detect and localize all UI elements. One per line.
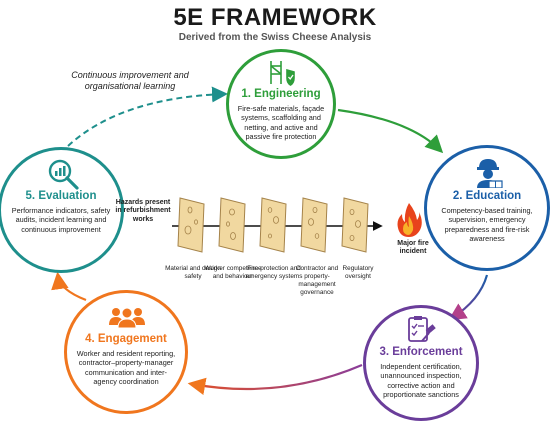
clipboard-gavel-icon — [408, 316, 436, 342]
stage-title: 3. Enforcement — [379, 346, 463, 358]
cheese-slice-1 — [177, 197, 205, 253]
slice-label: Material and design safety — [165, 265, 221, 280]
stage-description: Performance indicators, safety audits, i… — [11, 206, 111, 234]
stage-title: 2. Education — [452, 190, 522, 202]
slice-label: Worker competence and behaviour — [204, 265, 262, 280]
stage-title: 5. Evaluation — [25, 190, 97, 202]
major-fire-incident-label: Major fire incident — [397, 240, 429, 256]
page-title: 5E FRAMEWORK — [173, 4, 377, 31]
stage-description: Fire-safe materials, façade systems, sca… — [237, 104, 325, 141]
cheese-slice-4 — [300, 197, 328, 253]
arrow-engineering-to-education — [337, 108, 444, 154]
cheese-slice-2 — [218, 197, 246, 253]
stage-description: Competency-based training, supervision, … — [441, 206, 533, 243]
arrow-enforcement-to-engagement — [187, 363, 363, 396]
cheese-slice-3 — [259, 197, 287, 253]
slice-label: Regulatory oversight — [342, 265, 374, 280]
stage-evaluation: 5. Evaluation Performance indicators, sa… — [0, 147, 124, 273]
slice-label: Fire-protection and emergency systems — [245, 265, 303, 280]
continuous-improvement-note: Continuous improvement and organisationa… — [71, 70, 189, 91]
magnifier-chart-icon — [48, 159, 79, 190]
stage-description: Worker and resident reporting, contracto… — [76, 349, 176, 386]
scaffold-shield-icon — [270, 61, 295, 86]
slice-label: Contractor and property-management gover… — [295, 265, 339, 296]
worker-book-icon — [477, 159, 503, 188]
cheese-slice-5 — [341, 197, 369, 253]
stage-enforcement: 3. Enforcement Independent certification… — [363, 305, 479, 421]
people-group-icon — [109, 307, 145, 329]
stage-title: 1. Engineering — [241, 88, 321, 100]
stage-title: 4. Engagement — [85, 333, 167, 345]
arrow-engagement-to-evaluation — [51, 271, 87, 302]
page-subtitle: Derived from the Swiss Cheese Analysis — [178, 32, 372, 43]
stage-description: Independent certification, unannounced i… — [380, 362, 462, 399]
arrow-education-to-enforcement — [448, 274, 489, 321]
fire-icon — [397, 203, 422, 237]
stage-engineering: 1. Engineering Fire-safe materials, faça… — [226, 49, 336, 159]
hazards-label: Hazards present in refurbishment works — [115, 199, 171, 223]
stage-engagement: 4. Engagement Worker and resident report… — [64, 290, 188, 414]
arrow-evaluation-to-engineering — [67, 86, 228, 147]
stage-education: 2. Education Competency-based training, … — [424, 145, 550, 271]
